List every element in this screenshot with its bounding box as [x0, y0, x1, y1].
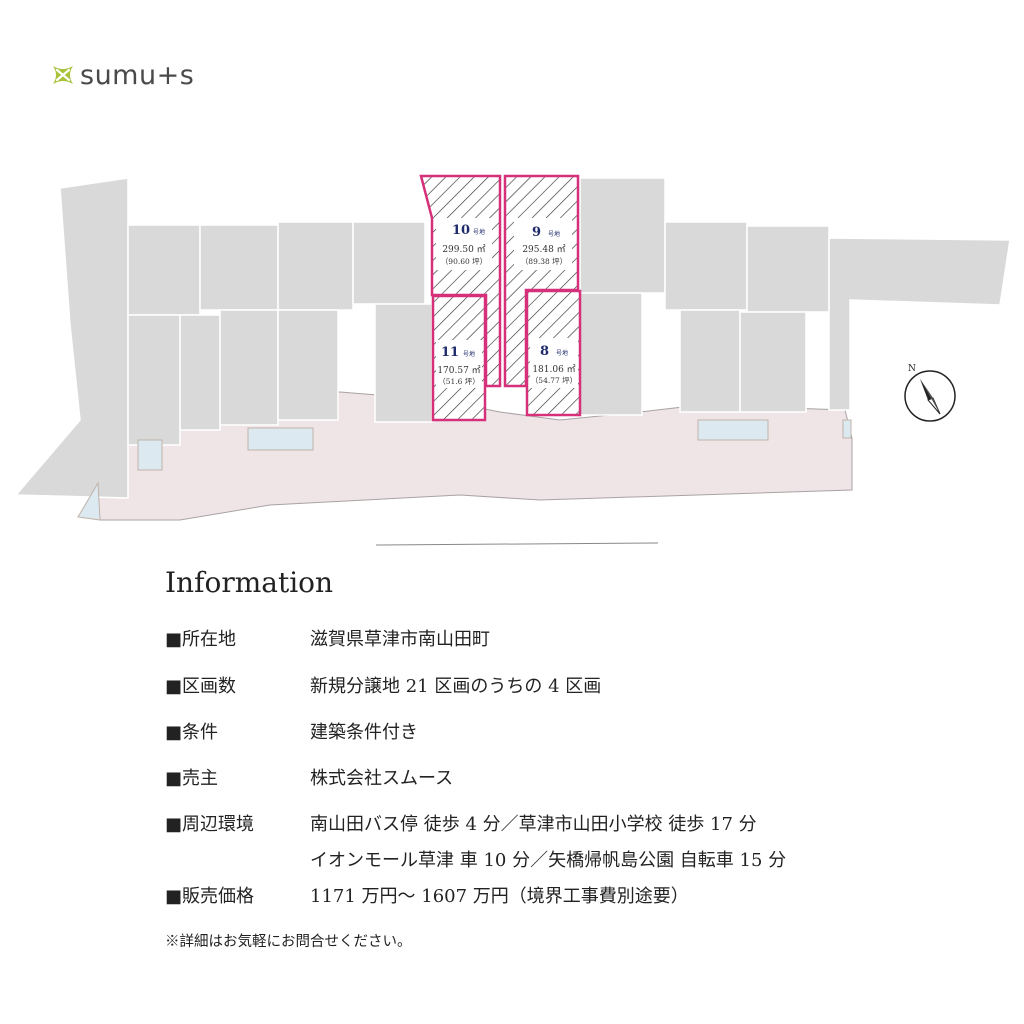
- lot-10-tsubo: （90.60 坪）: [441, 257, 487, 266]
- info-value: 株式会社スムース: [310, 768, 454, 789]
- info-value: 南山田バス停 徒歩 4 分／草津市山田小学校 徒歩 17 分: [310, 814, 757, 835]
- lot-10-suffix: 号地: [473, 228, 485, 236]
- neighbor-parcels-right: [579, 177, 1011, 416]
- info-label: ■所在地: [165, 629, 237, 650]
- info-label: ■区画数: [165, 676, 237, 697]
- info-value: 新規分譲地 21 区画のうちの 4 区画: [310, 676, 602, 697]
- lot-8-suffix: 号地: [556, 349, 568, 357]
- water-channels: [77, 419, 852, 521]
- lot-10-number: 10: [452, 223, 470, 238]
- lot-11-number: 11: [441, 345, 459, 360]
- inquiry-note: ※詳細はお気軽にお問合せください。: [165, 934, 412, 950]
- brand-logo: sumu+s: [50, 58, 194, 92]
- lot-11-suffix: 号地: [463, 350, 475, 358]
- brand-name: sumu+s: [80, 59, 195, 91]
- info-label: ■周辺環境: [165, 814, 255, 835]
- lot-9-number: 9: [532, 225, 541, 240]
- lot-9-suffix: 号地: [548, 230, 560, 238]
- info-value: 1171 万円～ 1607 万円（境界工事費別途要）: [310, 886, 689, 907]
- lot-10-area: 299.50 ㎡: [442, 244, 485, 255]
- lot-9-tsubo: （89.38 坪）: [521, 257, 567, 266]
- lot-8-number: 8: [540, 344, 549, 359]
- info-label: ■条件: [165, 722, 219, 743]
- lot-labels: 10 号地 299.50 ㎡ （90.60 坪） 9 号地 295.48 ㎡ （…: [437, 223, 577, 386]
- lot-9-area: 295.48 ㎡: [522, 244, 565, 255]
- logo-mark-icon: [53, 66, 73, 84]
- info-value: イオンモール草津 車 10 分／矢橋帰帆島公園 自転車 15 分: [310, 850, 787, 871]
- lot-8-area: 181.06 ㎡: [532, 364, 575, 375]
- compass-north-label: N: [908, 364, 916, 374]
- info-value: 建築条件付き: [310, 722, 418, 743]
- map-bottom-line: [375, 542, 659, 546]
- info-label: ■売主: [165, 768, 219, 789]
- lot-8-tsubo: （54.77 坪）: [531, 376, 577, 385]
- lot-11-tsubo: （51.6 坪）: [438, 377, 480, 386]
- subject-lots: [419, 174, 582, 422]
- info-label: ■販売価格: [165, 886, 255, 907]
- neighbor-parcels-left: [14, 177, 433, 499]
- site-map: 10 号地 299.50 ㎡ （90.60 坪） 9 号地 295.48 ㎡ （…: [14, 174, 1011, 546]
- info-value: 滋賀県草津市南山田町: [310, 629, 490, 650]
- info-title: Information: [165, 566, 334, 599]
- lot-11-area: 170.57 ㎡: [437, 365, 480, 376]
- compass-icon: N: [904, 364, 956, 422]
